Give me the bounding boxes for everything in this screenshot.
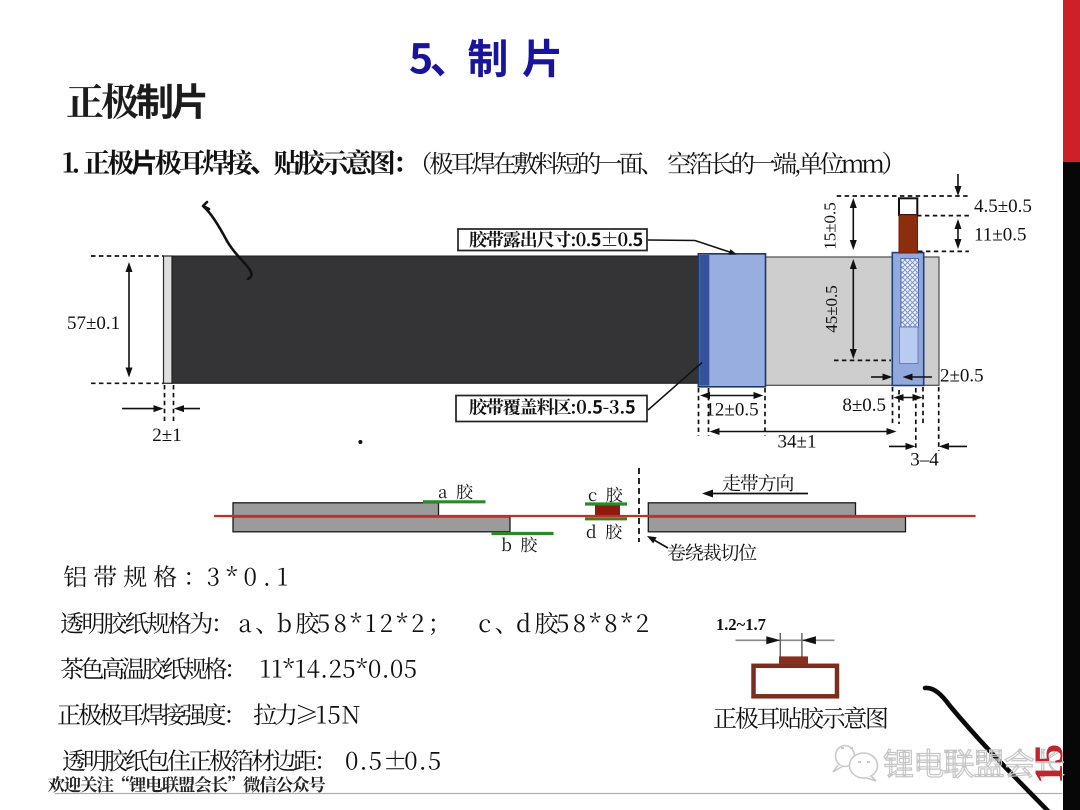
svg-text:45±0.5: 45±0.5 [822, 285, 841, 333]
svg-text:15: 15 [1026, 744, 1071, 784]
svg-text:15±0.5: 15±0.5 [821, 202, 840, 250]
svg-text:34±1: 34±1 [778, 432, 817, 453]
svg-text:57±0.1: 57±0.1 [67, 313, 120, 334]
svg-text:3–4: 3–4 [910, 450, 939, 471]
svg-text:11±0.5: 11±0.5 [974, 225, 1026, 246]
svg-text:2±1: 2±1 [152, 425, 181, 446]
svg-text:8±0.5: 8±0.5 [842, 395, 886, 416]
svg-text:1.2~1.7: 1.2~1.7 [716, 615, 766, 634]
svg-text:2±0.5: 2±0.5 [940, 366, 984, 387]
svg-text:12±0.5: 12±0.5 [705, 400, 758, 421]
svg-text:4.5±0.5: 4.5±0.5 [974, 196, 1032, 217]
